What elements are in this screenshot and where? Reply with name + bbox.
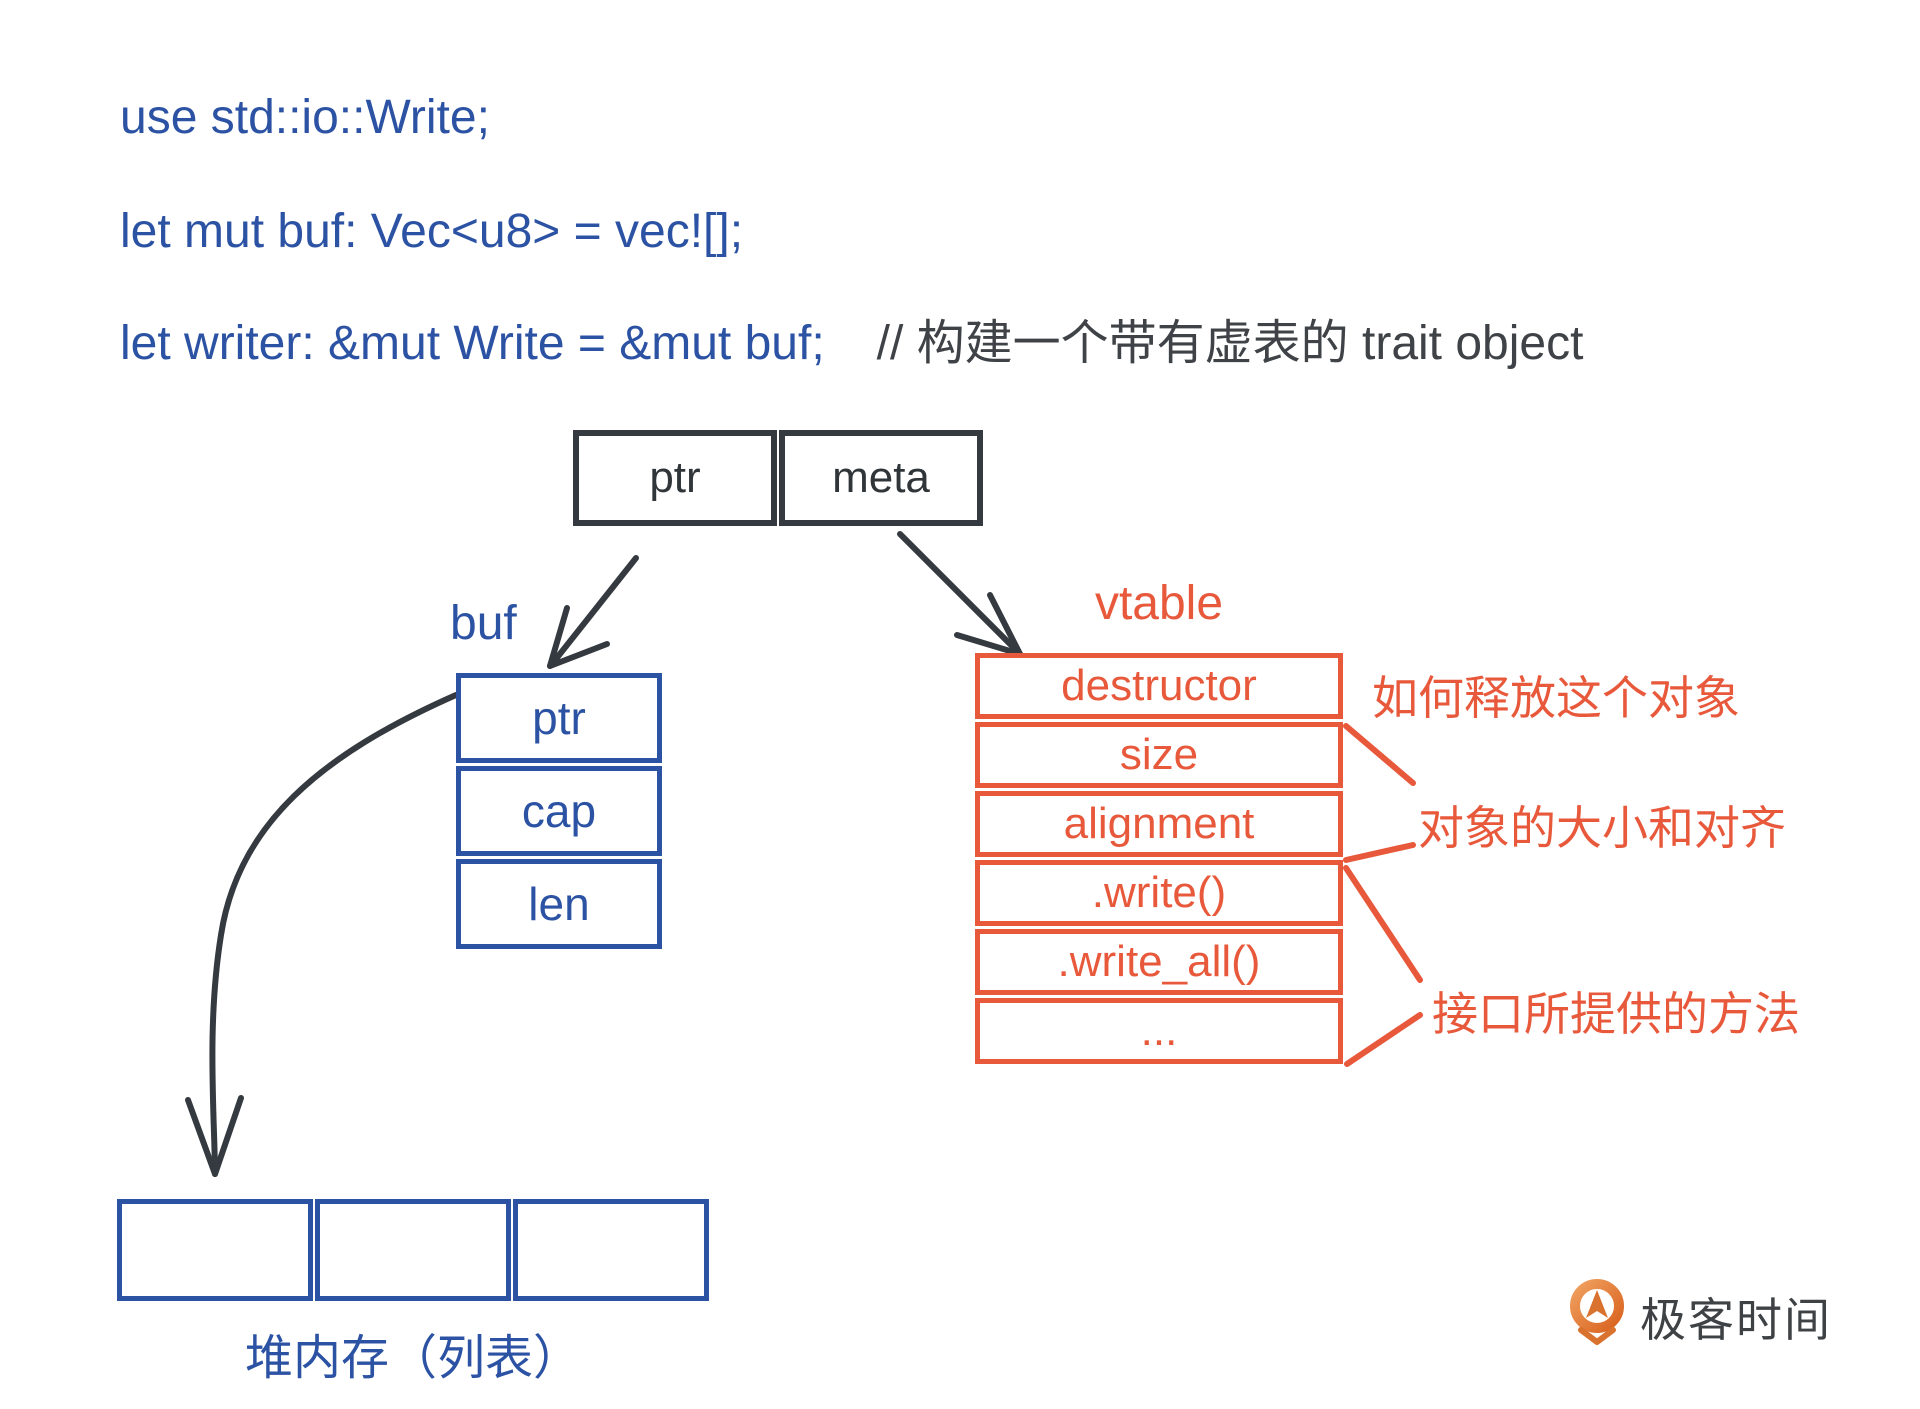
annotation-methods: 接口所提供的方法 [1432, 988, 1800, 1040]
bracket-size-alignment [1343, 723, 1416, 863]
brand-logo-text: 极客时间 [1640, 1294, 1832, 1346]
buf-struct: ptr cap len [456, 673, 662, 949]
code-line-let-writer-text: let writer: &mut Write = &mut buf; [120, 317, 825, 370]
fat-pointer-meta-cell: meta [779, 430, 983, 526]
heap-cell [117, 1199, 313, 1301]
code-line-use: use std::io::Write; [120, 91, 490, 144]
annotation-destructor: 如何释放这个对象 [1372, 672, 1740, 724]
fat-pointer-ptr-cell: ptr [573, 430, 777, 526]
arrow-ptr-to-buf [547, 555, 639, 669]
buf-label: buf [450, 597, 517, 650]
heap-cell [315, 1199, 511, 1301]
buf-row-len: len [456, 859, 662, 949]
heap-label: 堆内存（列表） [244, 1332, 581, 1385]
code-line-let-buf: let mut buf: Vec<u8> = vec![]; [120, 205, 744, 258]
code-line-let-writer: let writer: &mut Write = &mut buf; // 构建一… [120, 317, 1584, 371]
buf-row-ptr: ptr [456, 673, 662, 763]
brand-logo: 极客时间 [1568, 1278, 1832, 1356]
bracket-methods [1343, 865, 1423, 1067]
vtable-row-write: .write() [975, 860, 1343, 926]
vtable-row-ellipsis: ... [975, 998, 1343, 1064]
vtable-label: vtable [1094, 577, 1224, 630]
vtable-row-alignment: alignment [975, 791, 1343, 857]
heap-memory-row [117, 1199, 709, 1301]
vtable-row-size: size [975, 722, 1343, 788]
vtable-row-write-all: .write_all() [975, 929, 1343, 995]
annotation-size-alignment: 对象的大小和对齐 [1418, 802, 1786, 854]
vtable-box: destructor size alignment .write() .writ… [975, 653, 1343, 1064]
heap-cell [513, 1199, 709, 1301]
buf-row-cap: cap [456, 766, 662, 856]
geektime-logo-icon [1570, 1279, 1624, 1345]
code-comment: // 构建一个带有虚表的 trait object [876, 317, 1584, 370]
fat-pointer-box: ptr meta [573, 430, 983, 526]
arrow-meta-to-vtable [897, 531, 1023, 657]
vtable-row-destructor: destructor [975, 653, 1343, 719]
arrow-bufptr-to-heap [185, 692, 459, 1177]
